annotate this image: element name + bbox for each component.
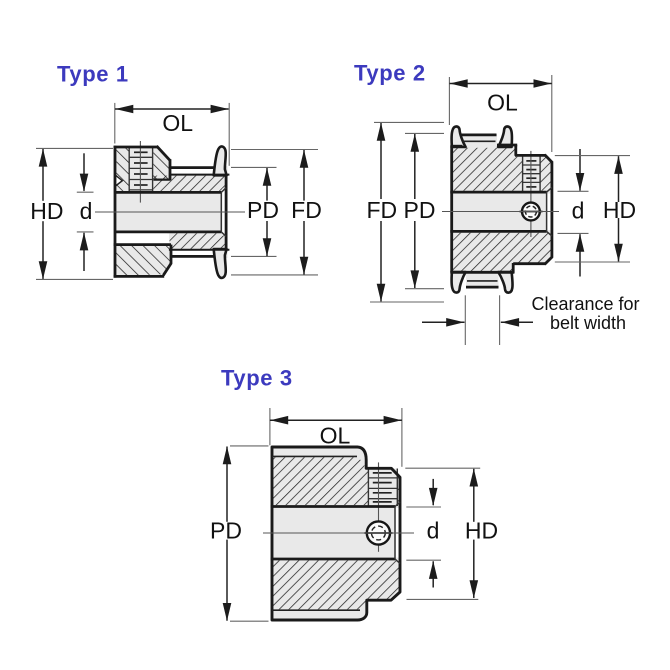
svg-text:belt width: belt width <box>550 313 626 333</box>
svg-text:Type 2: Type 2 <box>354 61 426 86</box>
svg-text:d: d <box>80 198 93 224</box>
svg-text:OL: OL <box>487 89 518 115</box>
svg-text:PD: PD <box>210 518 242 544</box>
svg-text:PD: PD <box>404 197 436 223</box>
svg-text:Clearance for: Clearance for <box>531 294 639 314</box>
svg-text:OL: OL <box>162 110 193 136</box>
svg-text:OL: OL <box>320 423 351 449</box>
svg-text:d: d <box>572 198 585 224</box>
svg-text:FD: FD <box>291 197 322 223</box>
svg-text:HD: HD <box>465 518 498 544</box>
svg-text:Type 1: Type 1 <box>57 61 129 86</box>
svg-text:d: d <box>427 518 440 544</box>
svg-text:HD: HD <box>603 197 636 223</box>
svg-text:FD: FD <box>366 197 397 223</box>
svg-text:HD: HD <box>30 198 63 224</box>
svg-text:PD: PD <box>247 197 279 223</box>
svg-text:Type 3: Type 3 <box>221 365 293 390</box>
